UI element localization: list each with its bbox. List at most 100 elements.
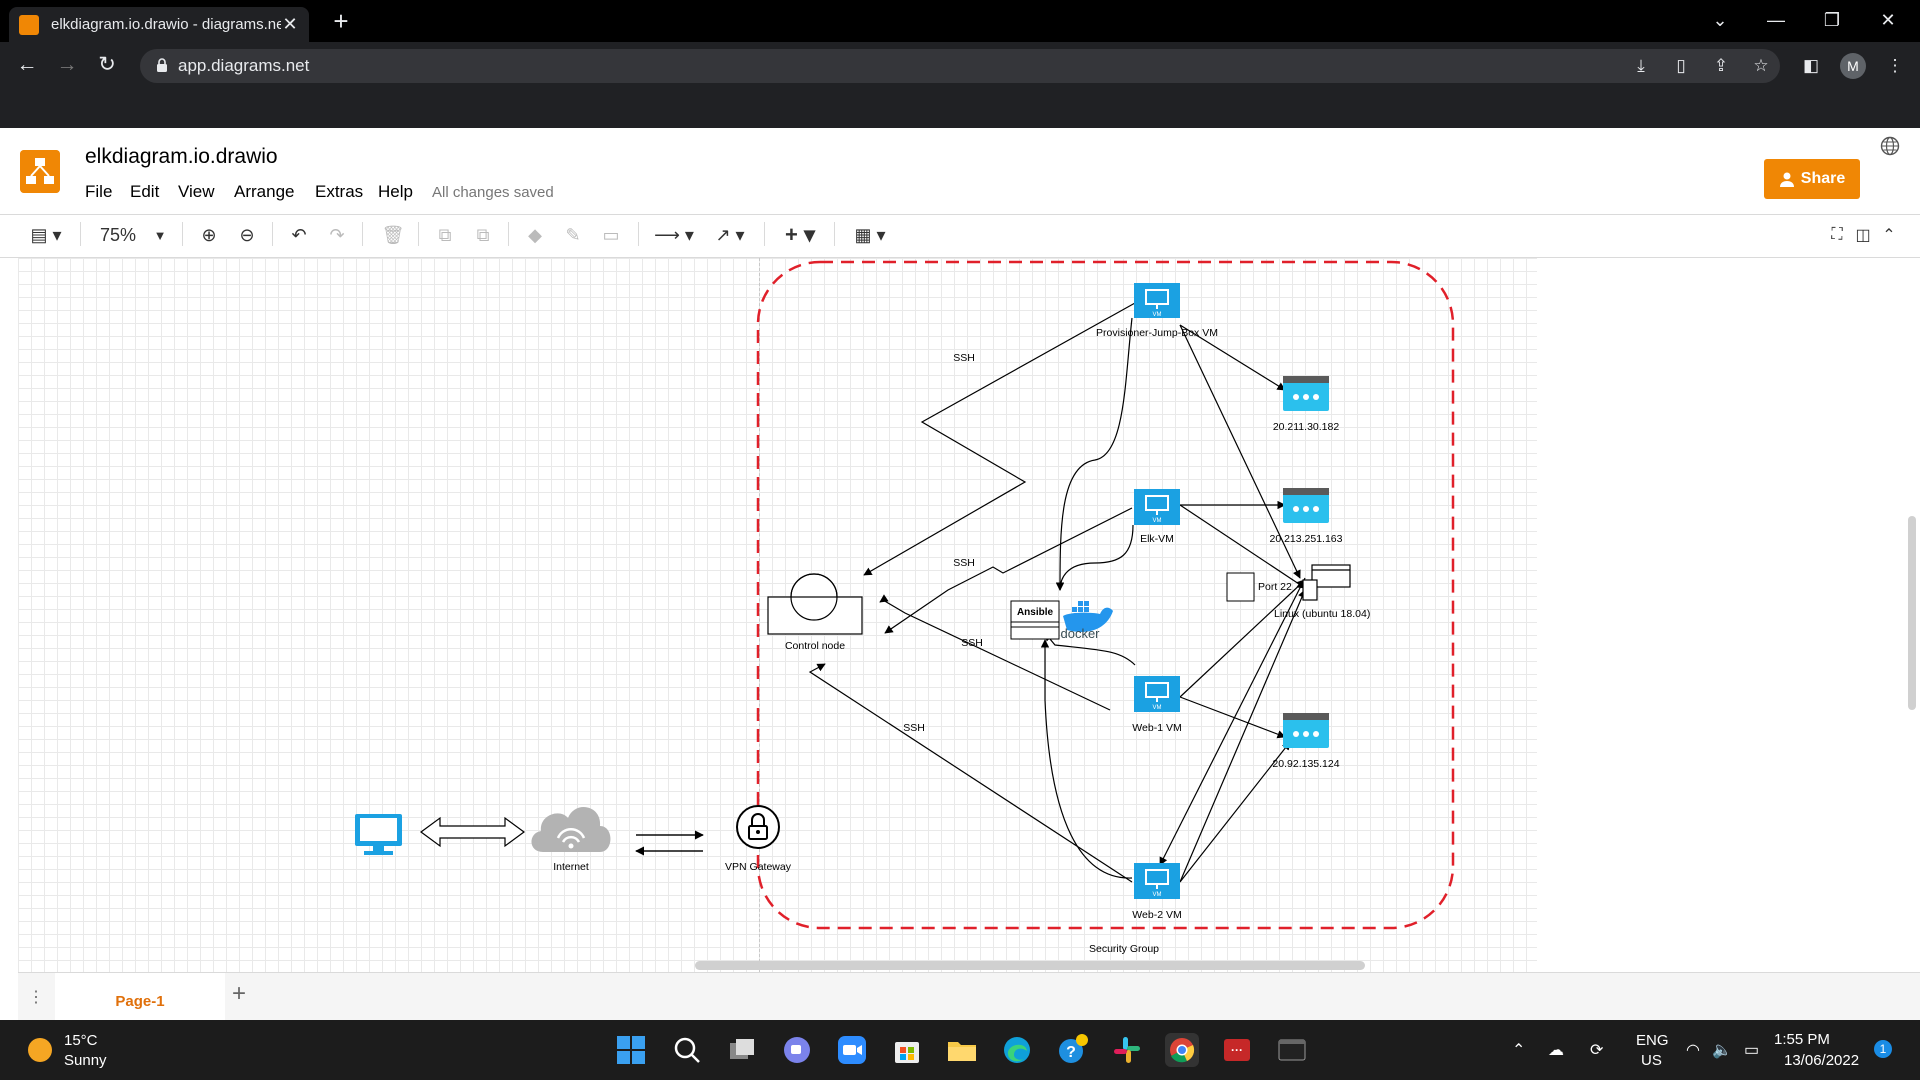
temperature[interactable]: 15°C: [64, 1032, 98, 1049]
close-window-button[interactable]: ✕: [1880, 10, 1896, 30]
workstation-icon[interactable]: [355, 814, 402, 855]
onedrive-cloud-icon[interactable]: ☁: [1548, 1042, 1564, 1059]
share-page-icon[interactable]: ⇪: [1713, 56, 1729, 75]
to-front-icon[interactable]: ⧉: [438, 224, 452, 245]
show-hidden-icons-icon[interactable]: ⌃: [1512, 1042, 1526, 1059]
edge-browser-icon[interactable]: [1000, 1033, 1034, 1067]
address-bar[interactable]: [140, 49, 1780, 83]
help-app-icon[interactable]: ?: [1055, 1033, 1089, 1067]
clock-time[interactable]: 1:55 PM: [1774, 1031, 1830, 1048]
input-region[interactable]: US: [1641, 1052, 1662, 1069]
control-node[interactable]: [767, 573, 863, 635]
reload-button[interactable]: ↻: [98, 53, 116, 76]
battery-icon[interactable]: ▭: [1744, 1042, 1760, 1059]
menu-edit[interactable]: Edit: [130, 182, 160, 201]
horizontal-scrollbar[interactable]: [695, 961, 1365, 970]
linux-server-icon[interactable]: [1302, 564, 1351, 601]
restore-button[interactable]: ❐: [1823, 10, 1841, 30]
internet-cloud-icon[interactable]: [531, 806, 611, 852]
add-page-button[interactable]: +: [232, 980, 247, 1007]
volume-icon[interactable]: 🔈: [1712, 1042, 1732, 1059]
format-toggle-icon[interactable]: ◫: [1855, 227, 1871, 244]
security-group-boundary[interactable]: [756, 260, 1455, 930]
menu-view[interactable]: View: [178, 182, 215, 201]
wifi-icon[interactable]: ◠: [1686, 1042, 1700, 1059]
back-button[interactable]: ←: [16, 53, 38, 76]
pages-menu-icon[interactable]: ⋮: [28, 989, 44, 1006]
zoom-app-icon[interactable]: [835, 1033, 869, 1067]
red-app-icon[interactable]: ···: [1220, 1033, 1254, 1067]
document-name[interactable]: elkdiagram.io.drawio: [85, 145, 278, 168]
notification-badge[interactable]: 1: [1874, 1040, 1892, 1058]
zoom-in-icon[interactable]: ⊕: [201, 224, 217, 245]
undo-icon[interactable]: ↶: [291, 224, 307, 245]
profile-avatar[interactable]: M: [1840, 53, 1866, 79]
search-icon[interactable]: [670, 1033, 704, 1067]
public-ip-3-icon[interactable]: [1283, 713, 1329, 748]
sync-icon[interactable]: ⟳: [1590, 1042, 1604, 1059]
close-tab-icon[interactable]: ✕: [282, 14, 298, 34]
page-tab[interactable]: [55, 973, 225, 1020]
left-sidebar-collapsed[interactable]: [0, 258, 18, 972]
public-ip-1-icon[interactable]: [1283, 376, 1329, 411]
vm-web2[interactable]: VM: [1134, 863, 1180, 899]
connectors[interactable]: [636, 302, 1306, 883]
bookmark-star-icon[interactable]: ☆: [1753, 56, 1769, 75]
sun-weather-icon[interactable]: [28, 1038, 52, 1062]
fill-color-icon[interactable]: ◆: [528, 224, 542, 245]
forward-button[interactable]: →: [56, 53, 78, 76]
vm-jump-box[interactable]: VM: [1134, 283, 1180, 318]
menu-extras[interactable]: Extras: [315, 182, 364, 201]
vertical-scrollbar[interactable]: [1908, 516, 1916, 710]
language-globe-icon[interactable]: [1880, 136, 1900, 156]
zoom-level[interactable]: 75%: [100, 225, 137, 245]
share-button[interactable]: Share: [1764, 159, 1860, 199]
shadow-icon[interactable]: ▭: [602, 224, 620, 245]
port-box[interactable]: [1226, 572, 1255, 602]
install-icon[interactable]: ⤓: [1637, 56, 1645, 75]
terminal-icon[interactable]: [1275, 1033, 1309, 1067]
vm-web1[interactable]: VM: [1134, 676, 1180, 712]
menu-file[interactable]: File: [85, 182, 113, 201]
chrome-icon[interactable]: [1165, 1033, 1199, 1067]
menu-help[interactable]: Help: [378, 182, 413, 201]
weather-condition[interactable]: Sunny: [64, 1052, 107, 1069]
zoom-out-icon[interactable]: ⊖: [239, 224, 255, 245]
line-color-icon[interactable]: ✎: [565, 224, 581, 245]
public-ip-2-icon[interactable]: [1283, 488, 1329, 523]
to-back-icon[interactable]: ⧉: [476, 224, 490, 245]
file-explorer-icon[interactable]: [945, 1033, 979, 1067]
menu-arrange[interactable]: Arrange: [234, 182, 295, 201]
connection-style-icon[interactable]: ⟶ ▾: [654, 224, 694, 245]
ansible-box[interactable]: Ansible: [1010, 600, 1060, 640]
tab-search-icon[interactable]: ⌄: [1712, 10, 1728, 30]
insert-icon[interactable]: + ▾: [784, 222, 815, 247]
teams-chat-icon[interactable]: [780, 1033, 814, 1067]
redo-icon[interactable]: ↷: [329, 224, 345, 245]
vpn-gateway-icon[interactable]: [736, 805, 780, 849]
clock-date[interactable]: 13/06/2022: [1784, 1052, 1860, 1069]
zoom-dropdown-icon[interactable]: ▼: [153, 227, 167, 243]
page-action-icon[interactable]: ▯: [1676, 56, 1686, 75]
minimize-button[interactable]: —: [1767, 10, 1785, 30]
waypoints-icon[interactable]: ↗ ▾: [715, 224, 745, 245]
start-icon[interactable]: [614, 1033, 648, 1067]
vm-elk[interactable]: VM: [1134, 489, 1180, 525]
page-tab-label: Page-1: [115, 993, 165, 1010]
side-panel-icon[interactable]: ◧: [1802, 56, 1820, 75]
delete-icon[interactable]: 🗑: [381, 224, 405, 245]
input-language[interactable]: ENG: [1636, 1032, 1669, 1049]
docker-logo-icon[interactable]: docker: [1060, 601, 1113, 641]
chrome-menu-icon[interactable]: ⋮: [1886, 56, 1904, 75]
new-tab-button[interactable]: +: [333, 6, 349, 36]
browser-tab[interactable]: elkdiagram.io.drawio - diagrams.net ✕: [9, 7, 309, 42]
format-panel-icon[interactable]: ▤ ▾: [30, 224, 62, 245]
control-node-label: Control node: [785, 640, 845, 652]
fullscreen-icon[interactable]: ⛶: [1831, 226, 1843, 243]
collapse-icon[interactable]: ⌃: [1882, 227, 1896, 244]
store-icon[interactable]: [890, 1033, 924, 1067]
ssh-label-3: SSH: [961, 637, 983, 649]
slack-icon[interactable]: [1110, 1033, 1144, 1067]
task-view-icon[interactable]: [725, 1033, 759, 1067]
table-icon[interactable]: ▦ ▾: [854, 224, 886, 245]
